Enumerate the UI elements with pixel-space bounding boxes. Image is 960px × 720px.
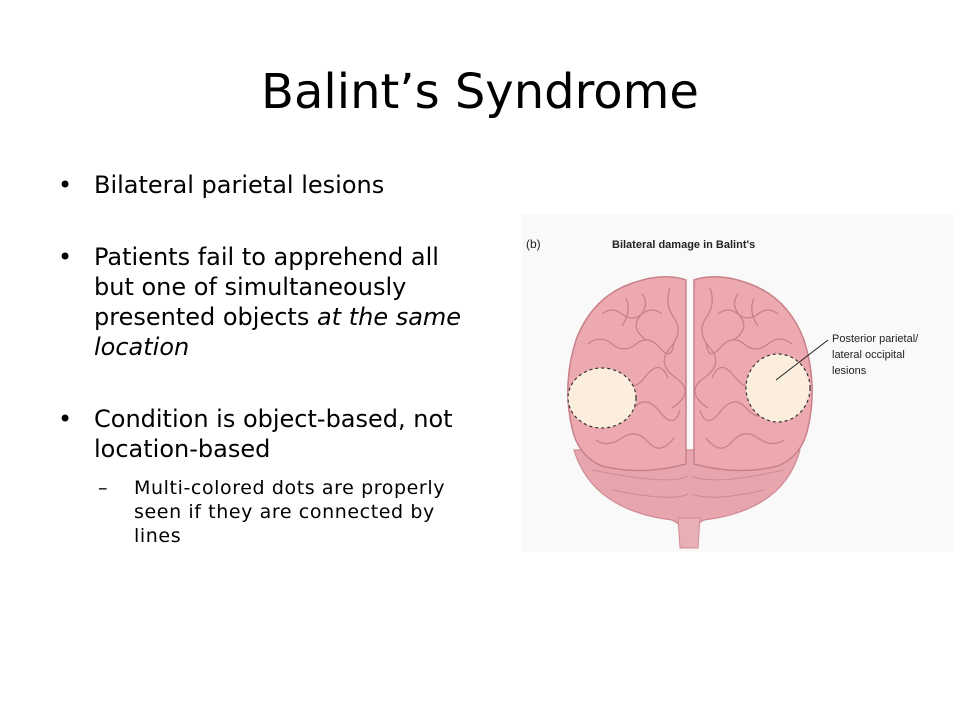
annotation-line: lateral occipital [832,349,905,361]
annotation-line: Posterior parietal/ [832,333,919,345]
bullet-item: Patients fail to apprehend all but one o… [58,242,478,362]
right-lesion [745,353,811,423]
bullet-item: Bilateral parietal lesions [58,170,478,200]
figure-caption: Bilateral damage in Balint's [612,239,755,251]
annotation-leader-line [775,339,829,381]
sub-bullet-list: – Multi-colored dots are properly seen i… [94,476,478,548]
bullet-text: Bilateral parietal lesions [94,171,385,199]
brain-figure: (b) Bilateral damage in Balint's [522,214,954,552]
panel-label: (b) [526,237,541,251]
bullet-list: Bilateral parietal lesions Patients fail… [58,170,478,590]
slide-title: Balint’s Syndrome [261,64,699,120]
sub-bullet-item: – Multi-colored dots are properly seen i… [94,476,478,548]
brainstem [677,517,701,549]
annotation-line: lesions [832,365,867,377]
bullet-emphasis: at the same location [94,303,462,361]
left-lesion [567,367,637,429]
cerebellum-folds [591,469,785,498]
bullet-text: Condition is object-based, not location-… [94,405,453,463]
brain-illustration: (b) Bilateral damage in Balint's [522,214,954,552]
bullet-text: Patients fail to apprehend all but one o… [94,243,439,331]
sub-bullet-text: Multi-colored dots are properly seen if … [134,477,446,547]
dash-marker: – [98,477,109,499]
bullet-item: Condition is object-based, not location-… [58,404,478,548]
